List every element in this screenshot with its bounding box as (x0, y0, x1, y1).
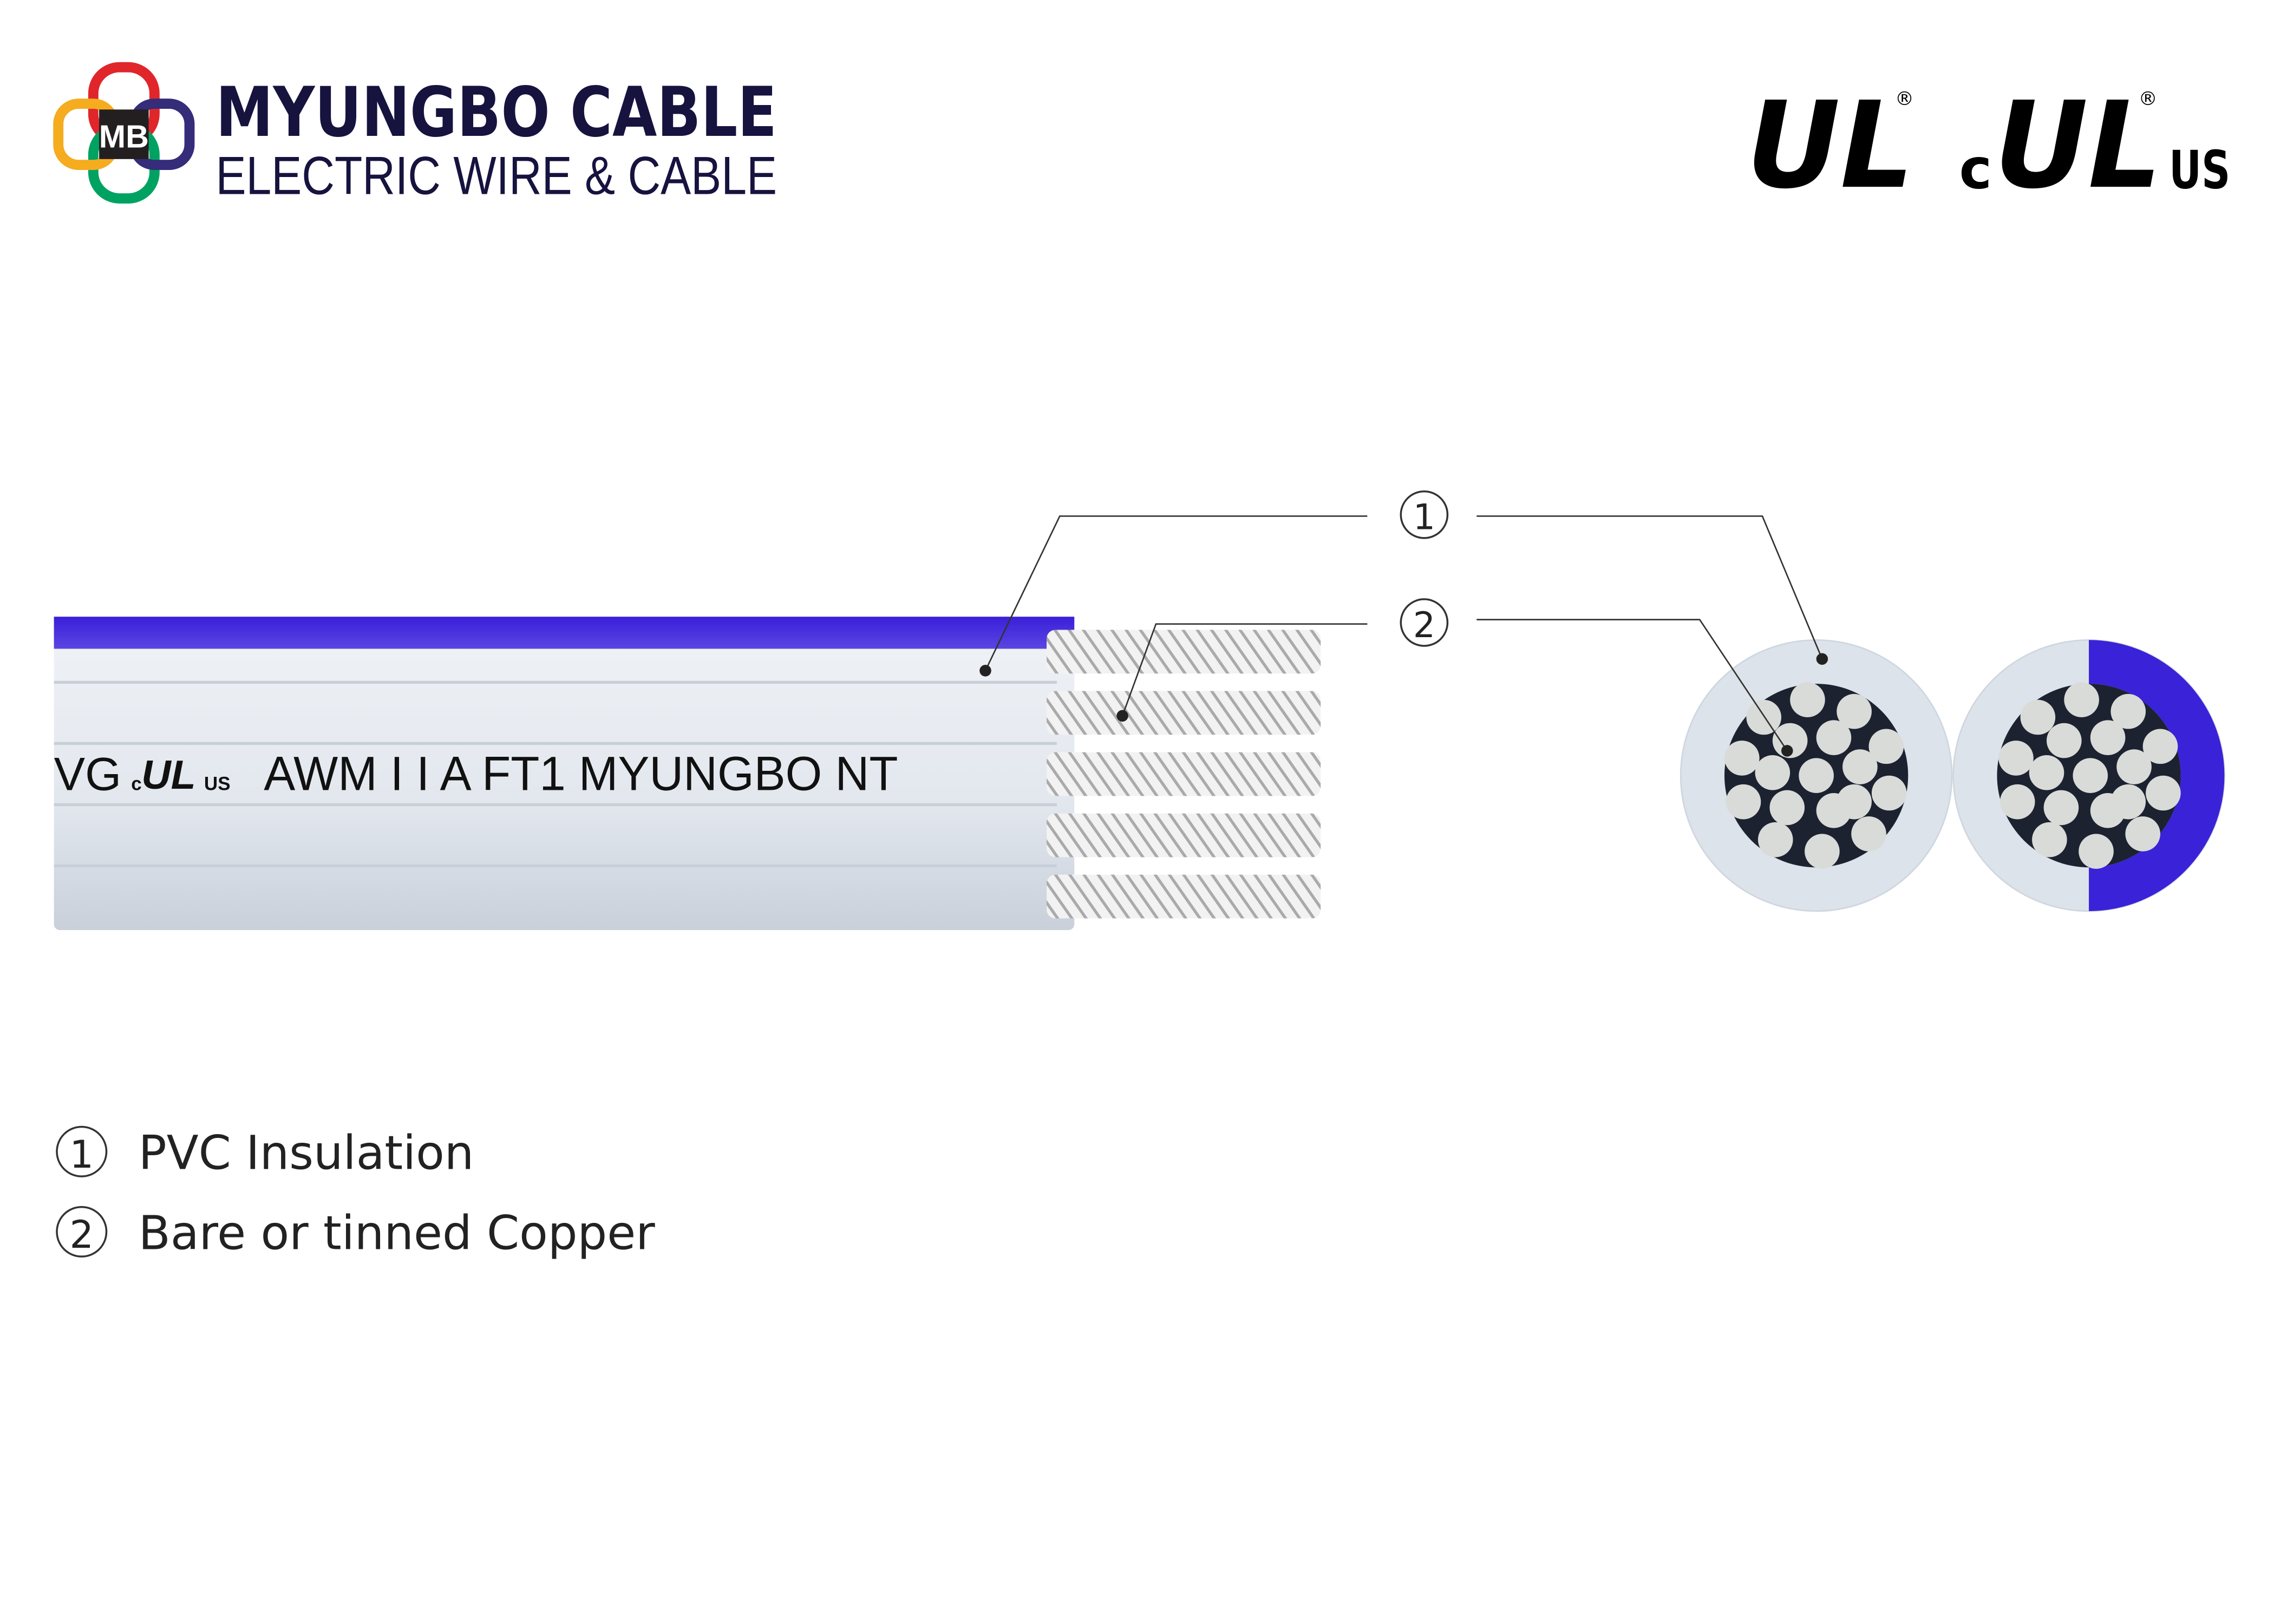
cable-print-text: AWM I I A FT1 MYUNGBO NT (264, 747, 898, 801)
legend-item-pvc-insulation: 1 PVC Insulation (56, 1125, 474, 1181)
cable-print-ul-mark: UL (141, 752, 195, 797)
svg-text:US: US (2169, 140, 2230, 201)
callout-dot (979, 665, 991, 677)
callout-2: 2 (1400, 598, 1449, 647)
svg-text:1: 1 (69, 1132, 94, 1177)
svg-text:2: 2 (69, 1213, 94, 1257)
conductor (1047, 752, 1321, 796)
legend-item-copper: 2 Bare or tinned Copper (56, 1206, 655, 1261)
blue-stripe (54, 617, 1075, 649)
company-logo: MB (53, 62, 195, 204)
svg-text:US: US (204, 774, 231, 795)
svg-text:®: ® (1895, 88, 1914, 110)
svg-text:UL: UL (1746, 76, 1914, 215)
callout-1: 1 (1400, 490, 1449, 539)
legend-label: Bare or tinned Copper (139, 1207, 655, 1261)
conductors (1047, 630, 1321, 919)
cross-section-2 (1952, 639, 2225, 912)
cross-section-1 (1680, 639, 1953, 912)
svg-text:c: c (131, 774, 141, 795)
brand-tagline: ELECTRIC WIRE & CABLE (215, 146, 777, 206)
conductor (1047, 813, 1321, 857)
logo-monogram: MB (99, 118, 149, 154)
svg-text:®: ® (2139, 88, 2158, 110)
svg-text:c: c (1959, 137, 1992, 202)
callout-dot (1816, 653, 1828, 665)
brand-name: MYUNGBO CABLE (215, 73, 777, 152)
svg-text:2: 2 (1413, 605, 1435, 646)
callout-dot (1781, 745, 1793, 757)
svg-text:UL: UL (1994, 76, 2162, 215)
cable-print-prefix: VG (54, 749, 121, 801)
conductor (1047, 874, 1321, 919)
conductor (1047, 691, 1321, 735)
svg-text:1: 1 (1413, 497, 1435, 538)
cul-us-certification-mark: c UL ® US (1959, 76, 2230, 215)
ul-certification-mark: UL ® (1746, 76, 1914, 215)
flat-cable: VG c UL US AWM I I A FT1 MYUNGBO NT (54, 617, 1321, 931)
legend-label: PVC Insulation (139, 1127, 474, 1181)
conductor (1047, 630, 1321, 674)
callout-leaders (984, 515, 1823, 751)
callout-dot (1116, 710, 1128, 722)
